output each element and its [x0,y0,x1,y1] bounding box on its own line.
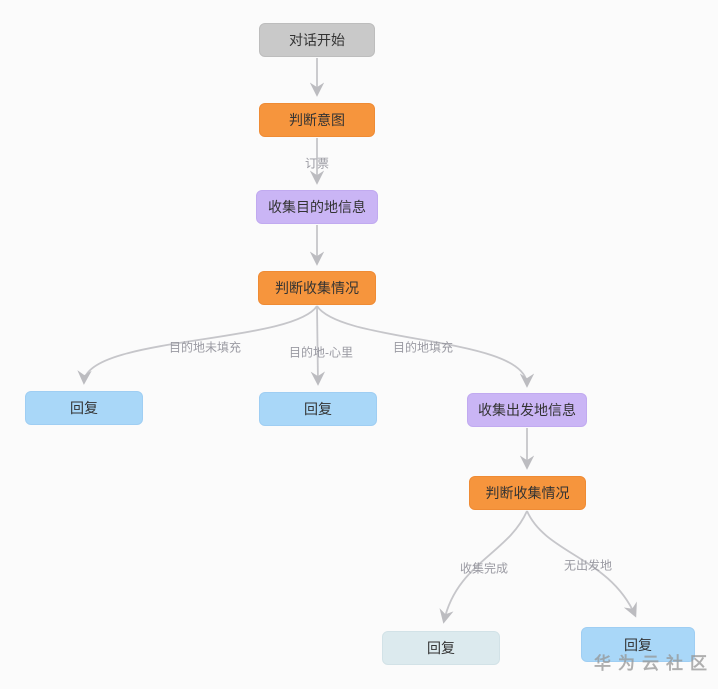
huawei-cloud-community-watermark: 华为云社区 [594,654,714,673]
node-collect-destination: 收集目的地信息 [256,190,378,224]
node-reply-2: 回复 [259,392,377,426]
node-dialog-start: 对话开始 [259,23,375,57]
node-reply-1: 回复 [25,391,143,425]
node-judge-collection-2: 判断收集情况 [469,476,586,510]
node-judge-collection-1: 判断收集情况 [258,271,376,305]
node-collect-departure: 收集出发地信息 [467,393,587,427]
node-reply-4: 回复 [581,627,695,662]
edge-label-destination-filled: 目的地填充 [392,340,454,355]
node-judge-intent: 判断意图 [259,103,375,137]
edge-label-collection-complete: 收集完成 [459,561,509,576]
edge-judge-collection-1-to-reply-1 [77,305,318,385]
node-reply-3: 回复 [382,631,500,665]
edge-judge-collection-1-to-reply-2 [310,305,326,386]
edge-judge-collection-2-to-reply-4 [526,510,637,618]
edge-label-destination-in-mind: 目的地-心里 [289,345,353,360]
edge-judge-collection-2-to-reply-3 [439,510,528,624]
edge-label-destination-not-filled: 目的地未填充 [168,340,242,355]
edge-judge-collection-1-to-collect-departure [316,305,535,388]
edge-label-book-ticket: 订票 [304,156,330,171]
edge-label-no-departure: 无出发地 [563,558,613,573]
